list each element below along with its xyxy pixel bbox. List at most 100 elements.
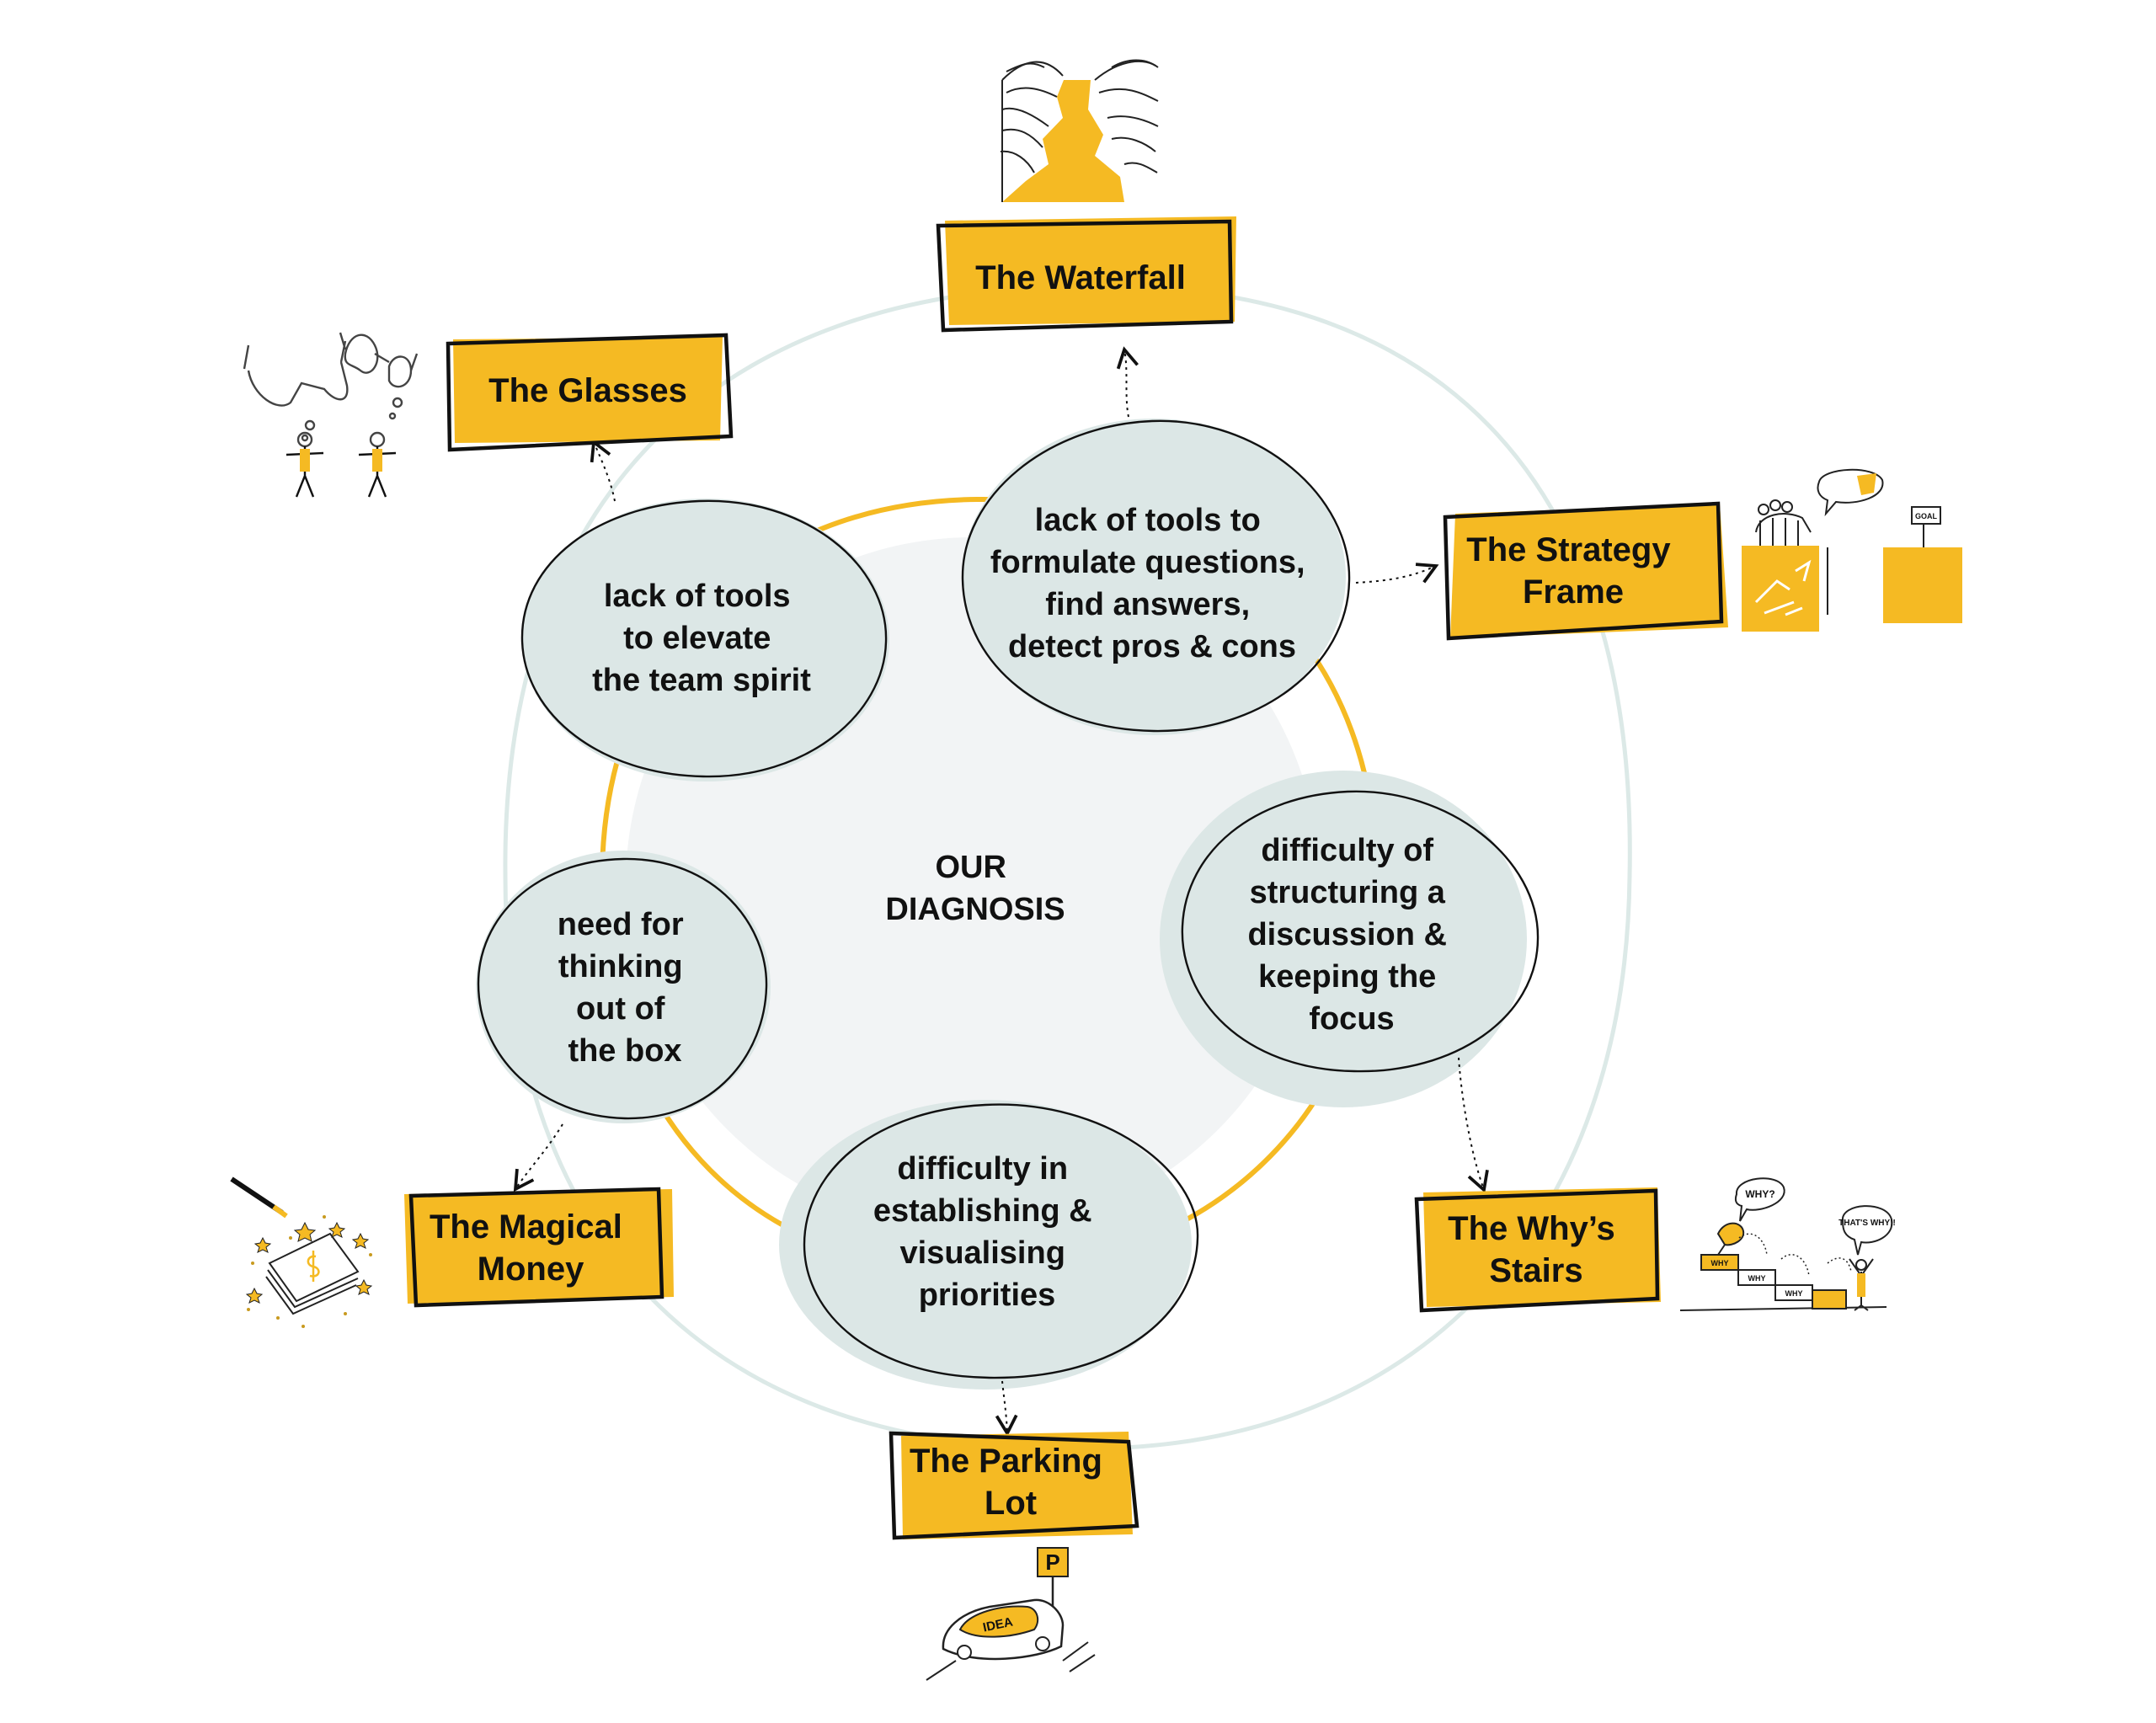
money-dollar (307, 1251, 320, 1282)
center-line-1: OUR (935, 850, 1006, 885)
person-left-fill (300, 449, 310, 472)
sparkle-star (253, 1236, 272, 1253)
stair-2-label: WHY (1748, 1274, 1766, 1283)
box-fill (453, 337, 723, 443)
bubble-text: need for thinking out of the box (558, 907, 692, 1069)
waterfall-sketch-icon (1000, 59, 1159, 202)
money-stack (265, 1232, 360, 1315)
glitter-dot (251, 1262, 254, 1265)
why-bubble (1734, 1177, 1785, 1222)
strategy-head-3 (1781, 501, 1793, 513)
stair-1-outline (1700, 1254, 1739, 1271)
bubble-outline (961, 419, 1351, 733)
box-label: The Waterfall (975, 259, 1186, 296)
box-fill (945, 216, 1236, 325)
tool-box-whys-stairs: The Why’s Stairs (1414, 1187, 1661, 1313)
bubble-outline (477, 857, 768, 1120)
box-fill (1450, 504, 1728, 638)
glitter-dot (369, 1253, 372, 1256)
strategy-head-1 (1758, 504, 1769, 515)
waterfall-stream (1002, 80, 1124, 202)
connector-arrows (513, 346, 1489, 1437)
problem-bubble-thinking: need for thinking out of the box (476, 851, 771, 1123)
stair-1 (1701, 1255, 1738, 1270)
car-wheel-back (1035, 1636, 1050, 1651)
box-outline (936, 219, 1234, 333)
glitter-dot (289, 1236, 292, 1240)
thought-bubble-3 (392, 397, 403, 408)
glasses-people-sketch-icon (243, 332, 419, 498)
waterfall-left-cliff (1000, 61, 1064, 202)
stairs-hop-arrows (1738, 1233, 1852, 1277)
glitter-dot (247, 1308, 250, 1311)
arrow-to-magical-money (513, 1123, 563, 1192)
box-outline (889, 1431, 1139, 1540)
thought-bubble-2 (301, 434, 309, 442)
waterfall-top-hills (1006, 59, 1156, 72)
box-fill (901, 1432, 1133, 1539)
stairs-person-fill (1857, 1273, 1865, 1297)
parking-lines (926, 1641, 1096, 1681)
parking-sign-letter: P (1045, 1550, 1059, 1575)
why-stairs-sketch-icon: WHY WHY WHY WHY? THAT'S WHY!! (1679, 1177, 1896, 1311)
sparkle-star (293, 1221, 317, 1242)
magic-wand-tip (272, 1204, 288, 1219)
stairs-person-head (1855, 1259, 1867, 1271)
bubble-text: lack of tools to elevate the team spirit (592, 579, 811, 698)
why-bubble-label: WHY? (1745, 1188, 1774, 1200)
person-right-head (369, 431, 386, 448)
glitter-dot (302, 1325, 305, 1328)
problem-bubble-focus: difficulty of structuring a discussion &… (1160, 771, 1540, 1107)
box-fill (1423, 1187, 1661, 1307)
bubble-text: difficulty of structuring a discussion &… (1247, 833, 1455, 1037)
center-line-2: DIAGNOSIS (885, 892, 1065, 927)
bubble-text: difficulty in establishing & visualising… (873, 1151, 1101, 1313)
strategy-bubble-fill (1857, 473, 1876, 495)
box-outline (1414, 1188, 1660, 1313)
box-outline (1443, 501, 1724, 641)
bubble-fill (522, 499, 889, 781)
bubble-fill (1160, 771, 1527, 1107)
parking-sign (1037, 1547, 1069, 1577)
bubble-text: lack of tools to formulate questions, fi… (990, 503, 1314, 664)
stairs-bird (1716, 1222, 1745, 1256)
sparkle-star (328, 1221, 346, 1238)
sparkles (245, 1221, 373, 1304)
thought-bubble-1 (304, 419, 316, 431)
box-label: The Strategy Frame (1466, 531, 1679, 611)
arrow-to-parking-lot (995, 1380, 1018, 1437)
car-wheel-front (957, 1645, 972, 1660)
car-roof (958, 1605, 1039, 1638)
thats-why-label: THAT'S WHY!! (1838, 1219, 1896, 1228)
problem-bubble-priorities: difficulty in establishing & visualising… (779, 1100, 1199, 1390)
box-fill (404, 1189, 674, 1304)
goal-sign-label: GOAL (1915, 512, 1938, 520)
strategy-arrows (1754, 559, 1812, 616)
bubble-outline (1181, 790, 1540, 1073)
box-label: The Parking Lot (910, 1443, 1112, 1522)
center-title: OUR DIAGNOSIS (885, 850, 1065, 927)
bubble-fill (476, 851, 771, 1123)
box-label: The Magical Money (430, 1208, 632, 1288)
glitter-dots (247, 1215, 372, 1328)
box-label: The Glasses (488, 372, 687, 409)
magic-wand-money-sketch-icon (230, 1176, 373, 1328)
sparkle-star (351, 1232, 370, 1249)
sparkle-star (355, 1278, 373, 1295)
problem-bubble-questions: lack of tools to formulate questions, fi… (961, 419, 1351, 735)
bubble-outline (520, 499, 888, 778)
glitter-dot (276, 1316, 280, 1320)
bubble-outline (803, 1103, 1199, 1379)
sparkle-star (245, 1287, 264, 1304)
bubble-fill (962, 419, 1346, 735)
arrow-to-whys-stairs (1458, 1057, 1489, 1193)
tool-box-parking-lot: The Parking Lot (889, 1431, 1139, 1540)
box-label: The Why’s Stairs (1448, 1210, 1625, 1289)
sunglasses-left (243, 340, 349, 407)
strategy-panel (1742, 546, 1819, 632)
stair-4-outline (1812, 1289, 1847, 1310)
glitter-dot (344, 1312, 347, 1315)
box-outline (446, 333, 734, 452)
